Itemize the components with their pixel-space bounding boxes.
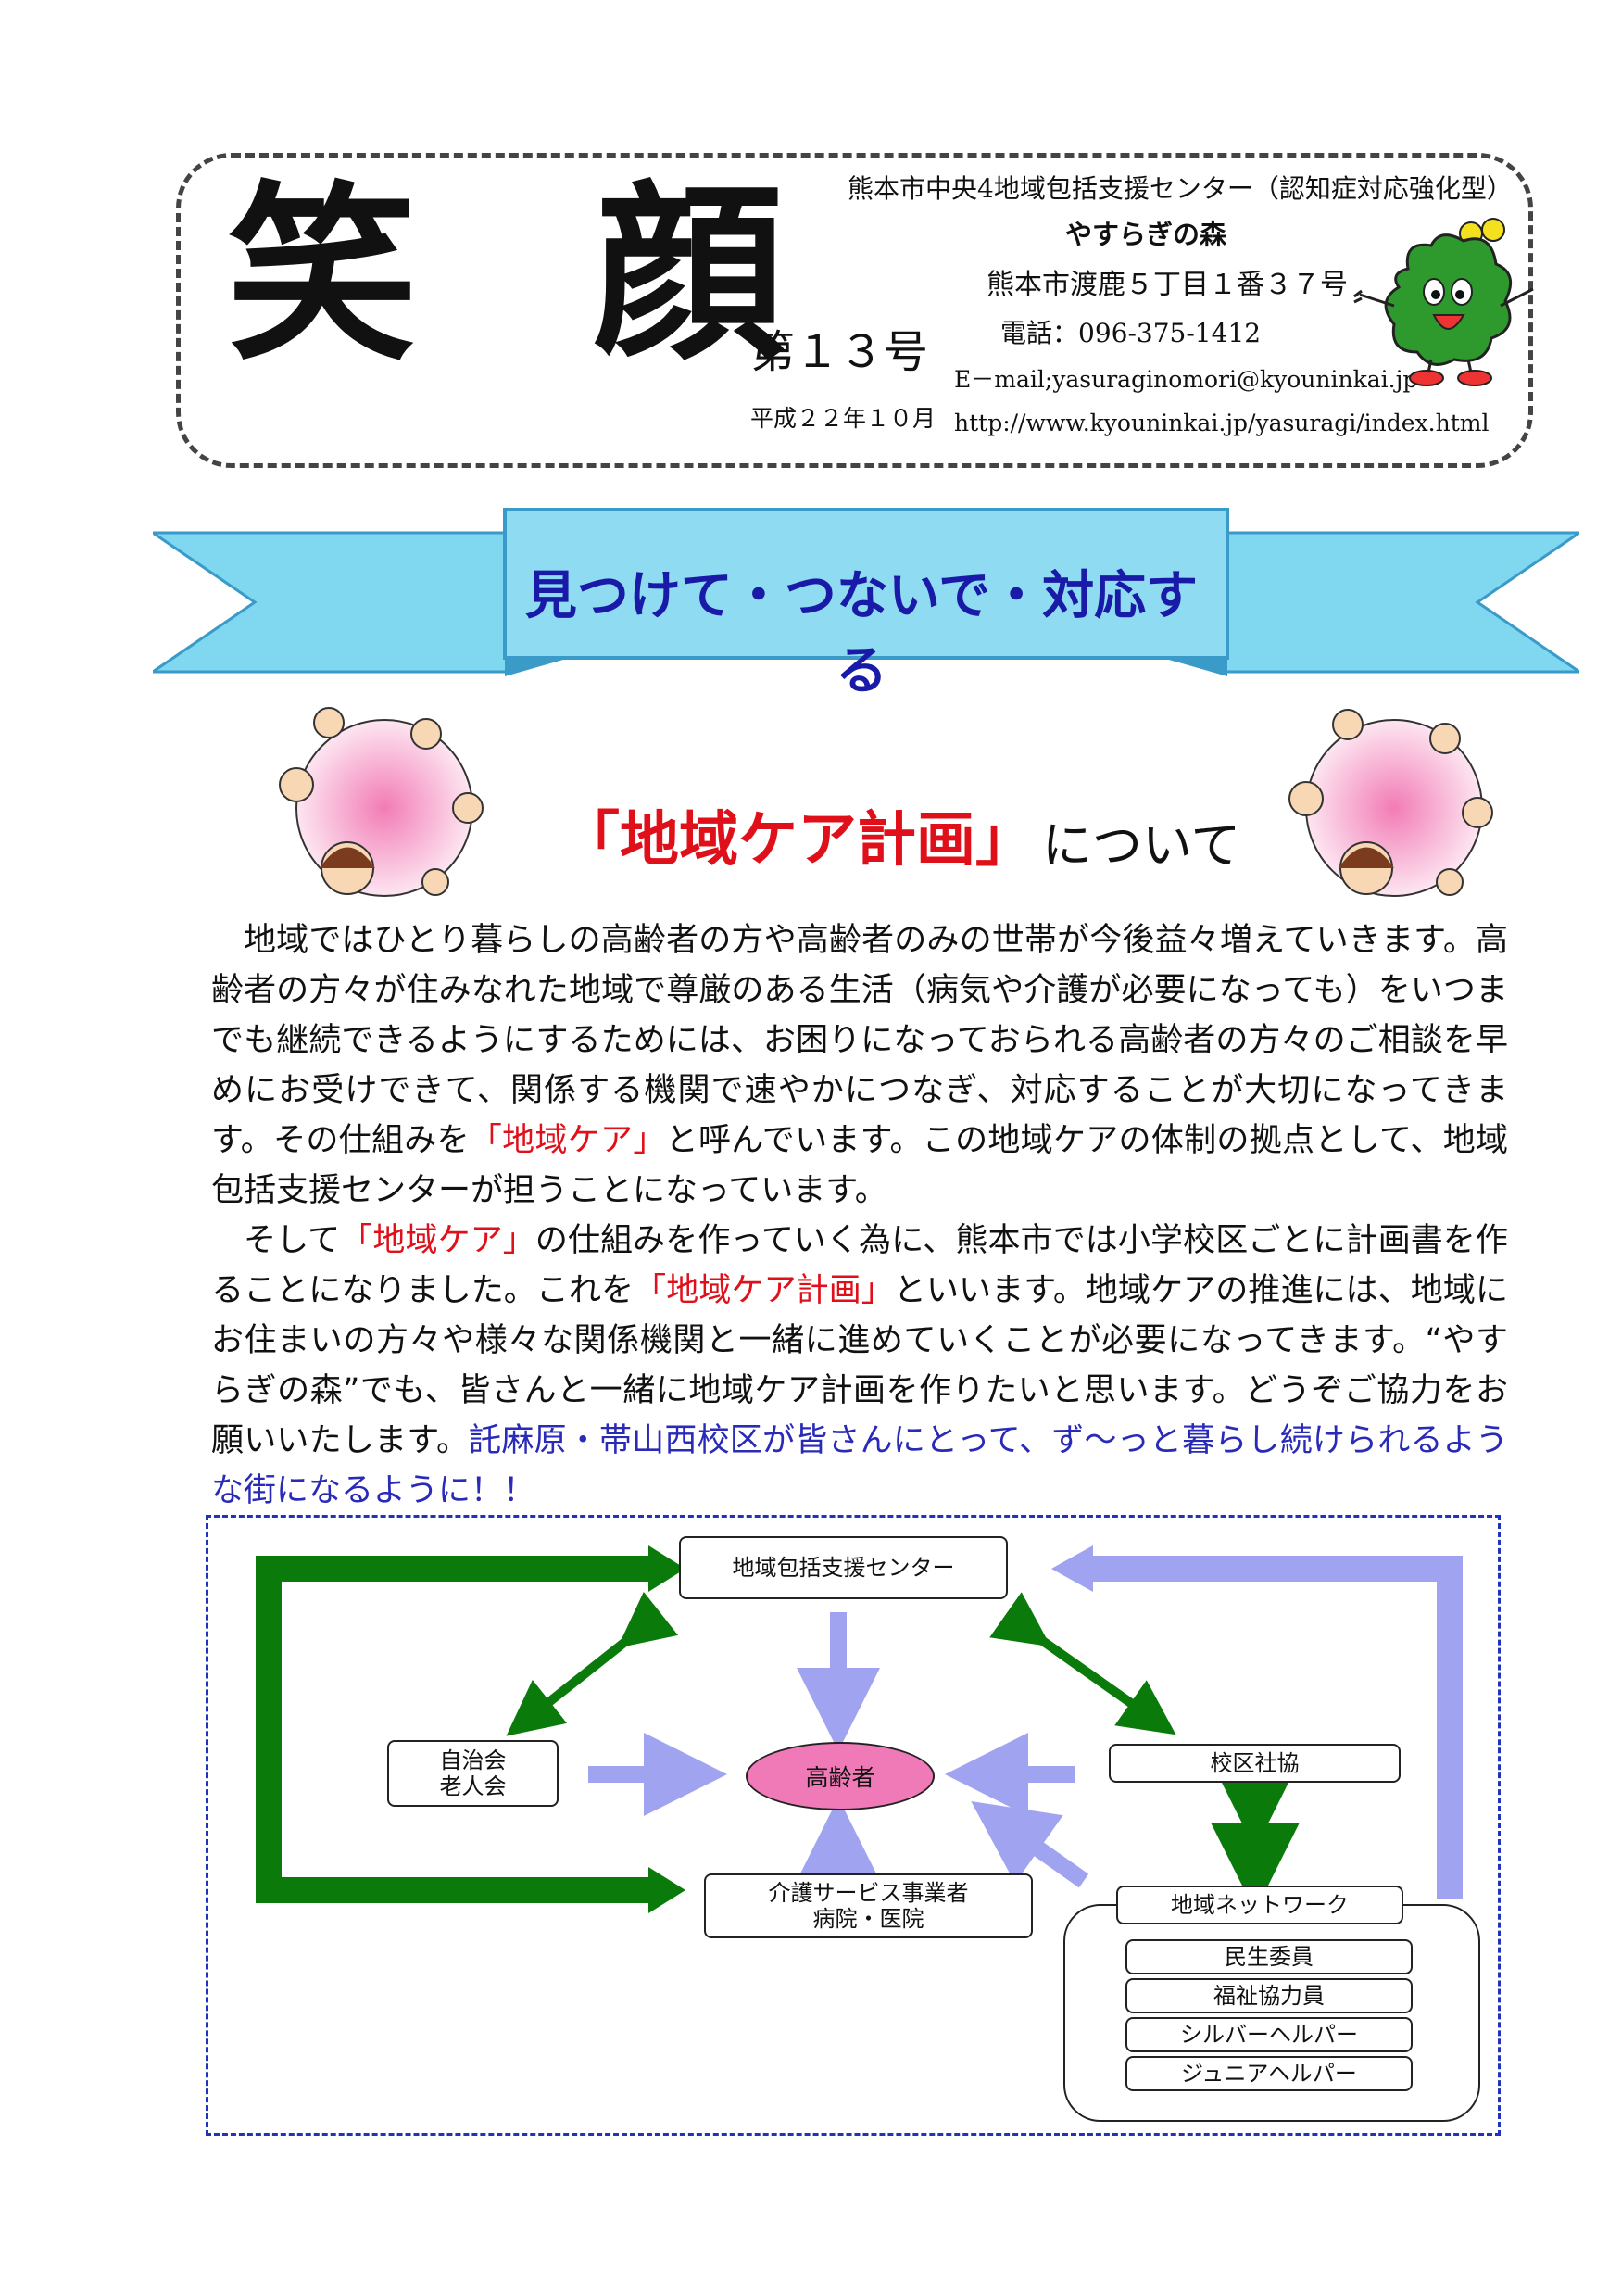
banner-slogan: 見つけて・つないで・対応する [524, 566, 1199, 701]
network-member: ジュニアヘルパー [1125, 2056, 1413, 2091]
center-email: E－mail;yasuraginomori@kyouninkai.jp [954, 366, 1418, 393]
network-member: 福祉協力員 [1125, 1978, 1413, 2013]
node-elderly: 高齢者 [746, 1742, 935, 1810]
center-nickname: やすらぎの森 [1065, 219, 1227, 250]
center-phone: 電話：096-375-1412 [1000, 318, 1262, 348]
people-circle-icon [279, 707, 484, 897]
center-address: 熊本市渡鹿５丁目１番３７号 [987, 269, 1348, 301]
network-member: 民生委員 [1125, 1939, 1413, 1974]
paragraph-1: 地域ではひとり暮らしの高齢者の方や高齢者のみの世帯が今後益々増えていきます。高齢… [211, 922, 1508, 1209]
node-community-network: 地域ネットワーク [1116, 1886, 1403, 1924]
article-body: 地域ではひとり暮らしの高齢者の方や高齢者のみの世帯が今後益々増えていきます。高齢… [211, 915, 1508, 1516]
network-member: シルバーヘルパー [1125, 2017, 1413, 2052]
people-circle-icon [1288, 709, 1493, 897]
section-title: 「地域ケア計画」 [560, 806, 1035, 875]
center-url[interactable]: http://www.kyouninkai.jp/yasuragi/index.… [954, 410, 1490, 436]
node-school-district-council: 校区社協 [1109, 1744, 1401, 1783]
paragraph-2: そして「地域ケア」の仕組みを作っていく為に、熊本市では小学校区ごとに計画書を作る… [211, 1222, 1508, 1509]
section-title-suffix: について [1042, 816, 1241, 875]
banner-ribbon [153, 508, 1579, 676]
node-neighborhood-association: 自治会 老人会 [387, 1740, 559, 1807]
newsletter-title: 笑 顔 [227, 164, 840, 386]
care-network-diagram [206, 1515, 1501, 2136]
center-name: 熊本市中央4地域包括支援センター（認知症対応強化型） [848, 173, 1513, 204]
issue-number: 第１３号 [750, 326, 929, 378]
node-care-services: 介護サービス事業者 病院・医院 [704, 1873, 1033, 1938]
node-regional-support-center: 地域包括支援センター [679, 1536, 1008, 1599]
issue-date: 平成２２年１０月 [750, 405, 936, 432]
tree-mascot-icon [1353, 218, 1534, 386]
header-frame [176, 153, 1533, 468]
